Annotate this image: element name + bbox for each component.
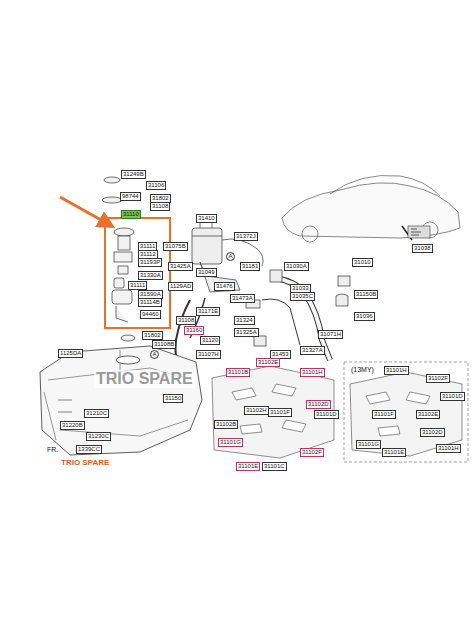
callout-number: 31101F bbox=[268, 408, 292, 417]
callout-number: 31249B bbox=[121, 170, 146, 179]
callout-number: 31150 bbox=[163, 394, 183, 403]
callout-number: 94460 bbox=[140, 310, 161, 319]
callout-number: 31108B bbox=[152, 340, 176, 349]
icon-lines bbox=[411, 229, 421, 235]
fuel-pump-module bbox=[102, 177, 135, 341]
callout-number: 1125DA bbox=[58, 349, 83, 358]
callout-number: 31101D bbox=[440, 392, 465, 401]
fuel-tank bbox=[40, 346, 202, 455]
callout-number: 1129AD bbox=[168, 282, 193, 291]
callout-number: 31035C bbox=[290, 292, 315, 301]
callout-number: 31101H bbox=[436, 444, 461, 453]
callout-number: 31171E bbox=[196, 307, 220, 316]
callout-number: 31330A bbox=[138, 271, 163, 280]
callout-number: 31220B bbox=[60, 421, 85, 430]
callout-number: 31120 bbox=[200, 336, 220, 345]
callout-number: 31101H bbox=[300, 368, 325, 377]
callout-number: 31036 bbox=[354, 312, 375, 321]
callout-number: 31101B bbox=[226, 368, 250, 377]
callout-number: 31425A bbox=[168, 262, 193, 271]
location-icon bbox=[408, 226, 430, 238]
callout-number: 31111 bbox=[128, 281, 147, 290]
watermark: TRIO SPARE bbox=[94, 370, 195, 388]
variant-frame bbox=[344, 362, 468, 462]
callout-number: 31101G bbox=[218, 438, 243, 447]
callout-number: 31114B bbox=[138, 298, 162, 307]
callout-number: 31102E bbox=[416, 410, 440, 419]
filler-neck bbox=[262, 270, 350, 360]
callout-number: 1339CC bbox=[76, 445, 102, 454]
callout-number: 31071H bbox=[318, 330, 343, 339]
callout-number: 31193P bbox=[138, 258, 162, 267]
watermark: TRIO SPARE bbox=[60, 458, 110, 467]
callout-number: 31210C bbox=[84, 409, 109, 418]
callout-number: 31101C bbox=[262, 462, 287, 471]
callout-number: 31230C bbox=[86, 432, 111, 441]
callout-number: 31802 bbox=[142, 331, 163, 340]
callout-number: 98744 bbox=[120, 192, 141, 201]
callout-number: 31102H bbox=[244, 406, 269, 415]
callout-number: 31181 bbox=[240, 262, 260, 271]
callout-number: 31150B bbox=[354, 290, 378, 299]
callout-number: 31107H bbox=[196, 350, 221, 359]
callout-number: 31108 bbox=[176, 316, 196, 325]
callout-number: 31476 bbox=[214, 282, 235, 291]
highlight-frame bbox=[105, 218, 170, 328]
callout-number: 31101E bbox=[236, 462, 260, 471]
callout-number: 31010 bbox=[352, 258, 373, 267]
note-text: FR. bbox=[46, 446, 59, 453]
callout-number: 31106 bbox=[146, 181, 166, 190]
callout-number: 31102D bbox=[306, 400, 331, 409]
car-outline bbox=[282, 175, 460, 242]
reference-circle: A bbox=[226, 252, 235, 261]
callout-number: 31102B bbox=[214, 420, 238, 429]
callout-number: 31038 bbox=[412, 244, 433, 253]
callout-number: 31102F bbox=[426, 374, 450, 383]
callout-number: 31102F bbox=[300, 448, 324, 457]
heat-shield-13my bbox=[350, 372, 462, 456]
callout-number: 31101G bbox=[356, 440, 381, 449]
callout-number: 31102D bbox=[420, 428, 445, 437]
reference-circle: A bbox=[150, 350, 159, 359]
callout-number: 31108 bbox=[150, 202, 170, 211]
callout-number: 31049 bbox=[196, 268, 217, 277]
callout-number: 31473A bbox=[230, 294, 255, 303]
callout-number: 31372J bbox=[234, 232, 258, 241]
callout-number: 31101D bbox=[314, 410, 339, 419]
callout-number: 31102E bbox=[256, 358, 280, 367]
callout-number: 31030A bbox=[284, 262, 309, 271]
note-text: (13MY) bbox=[350, 366, 375, 373]
callout-number: 31101H bbox=[384, 366, 409, 375]
callout-number: 31160 bbox=[184, 326, 204, 335]
callout-number: 31327A bbox=[300, 346, 325, 355]
callout-number: 31324 bbox=[234, 316, 255, 325]
callout-number: 31110 bbox=[121, 210, 141, 219]
callout-number: 31075B bbox=[163, 242, 188, 251]
callout-number: 31101F bbox=[372, 410, 396, 419]
canister-assembly bbox=[176, 222, 267, 370]
callout-number: 31101E bbox=[382, 448, 406, 457]
callout-number: 31325A bbox=[234, 328, 259, 337]
callout-number: 31410 bbox=[196, 214, 217, 223]
